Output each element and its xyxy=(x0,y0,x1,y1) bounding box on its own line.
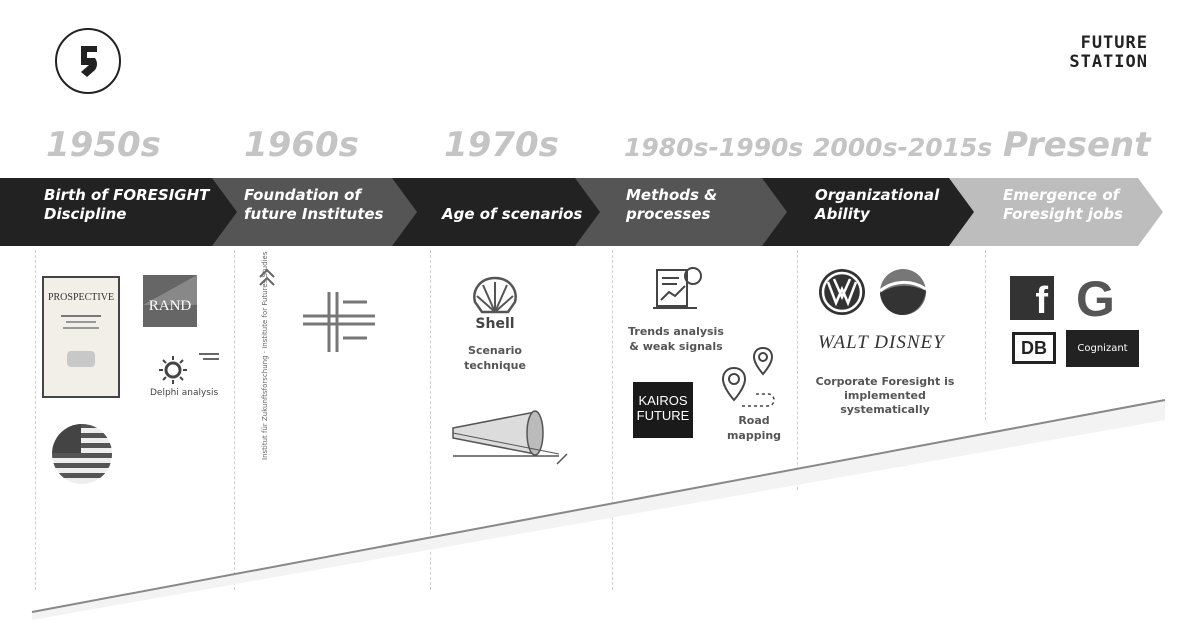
banner-label-1980s: Methods & processes xyxy=(626,186,718,223)
brand-line-2: STATION xyxy=(1069,52,1148,72)
facebook-logo-icon: f xyxy=(1010,276,1054,320)
facebook-letter: f xyxy=(1035,280,1048,320)
era-1950s: 1950s xyxy=(46,125,161,165)
rand-logo: RAND xyxy=(143,275,197,327)
chevron-up-icon xyxy=(258,268,276,292)
cognizant-logo: Cognizant xyxy=(1066,330,1139,367)
institute-vertical-text: Institut für Zukunftsforschung · Institu… xyxy=(261,251,269,461)
banner-label-1950s: Birth of FORESIGHT Discipline xyxy=(44,186,210,223)
google-logo-icon: G xyxy=(1076,271,1115,327)
scenario-funnel-icon xyxy=(449,408,571,476)
pepsi-logo-icon xyxy=(878,267,928,321)
banner-label-present: Emergence of Foresight jobs xyxy=(1003,186,1123,223)
institute-logo-icon xyxy=(303,292,375,356)
banner-segment-1970s xyxy=(392,178,603,246)
scenario-caption: Scenario technique xyxy=(464,344,526,372)
era-1970s: 1970s xyxy=(444,125,559,165)
column-divider xyxy=(797,250,798,490)
growth-wedge xyxy=(31,399,1166,620)
column-divider xyxy=(35,250,36,590)
kairos-line-2: FUTURE xyxy=(636,408,690,423)
rand-label: RAND xyxy=(148,298,192,314)
banner-label-1960s: Foundation of future Institutes xyxy=(244,186,384,223)
timeline-banner xyxy=(0,178,1163,246)
column-divider xyxy=(985,250,986,420)
shell-icon xyxy=(470,276,520,318)
us-flag-icon xyxy=(51,423,113,489)
banner-segment-2000s xyxy=(762,178,977,246)
banner-segment-1960s xyxy=(212,178,420,246)
banner-label-1970s: Age of scenarios xyxy=(442,205,583,223)
delphi-caption: Delphi analysis xyxy=(150,388,219,398)
era-1980s-1990s: 1980s-1990s xyxy=(624,133,804,162)
trends-analysis-icon xyxy=(653,264,705,318)
banner-label-2000s: Organizational Ability xyxy=(815,186,940,223)
corporate-foresight-caption: Corporate Foresight is implemented syste… xyxy=(815,375,955,416)
map-pin-icon xyxy=(752,346,774,380)
kairos-line-1: KAIROS xyxy=(638,393,688,408)
brand-wordmark: FUTURE STATION xyxy=(1069,34,1148,72)
column-divider xyxy=(430,250,431,590)
logo-icon xyxy=(55,28,121,94)
brand-line-1: FUTURE xyxy=(1080,33,1148,53)
column-divider xyxy=(234,250,235,590)
banner-segment-present xyxy=(949,178,1163,246)
column-divider xyxy=(612,250,613,590)
kairos-future-logo: KAIROS FUTURE xyxy=(633,382,693,438)
banner-segment-1980s xyxy=(575,178,790,246)
trends-caption: Trends analysis & weak signals xyxy=(628,325,724,353)
book-title: PROSPECTIVE xyxy=(47,292,115,303)
db-logo: DB xyxy=(1012,332,1056,364)
disney-logo: WALT DISNEY xyxy=(818,332,945,353)
delphi-icon xyxy=(155,350,221,390)
era-present: Present xyxy=(1003,125,1151,165)
book-cover-image: PROSPECTIVE xyxy=(42,276,120,398)
roadmap-caption: Road mapping xyxy=(726,414,782,442)
banner-segment-1950s xyxy=(0,178,240,246)
vw-logo-icon xyxy=(817,267,867,321)
era-2000s-2015s: 2000s-2015s xyxy=(813,133,993,162)
roadmap-icon xyxy=(720,366,780,414)
shell-label: Shell xyxy=(475,316,515,332)
era-1960s: 1960s xyxy=(244,125,359,165)
